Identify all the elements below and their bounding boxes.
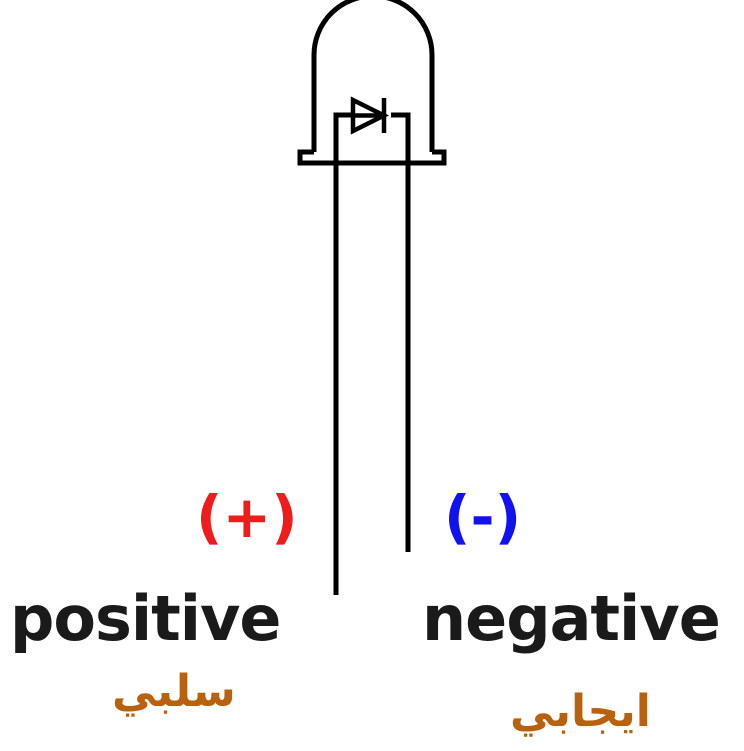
- led-body: [297, 0, 447, 166]
- anode-sign: (+): [196, 483, 298, 551]
- leads: [333, 163, 411, 595]
- corner-mark: ': [598, 0, 603, 8]
- led-dome: [311, 0, 435, 152]
- cathode-post: [391, 112, 411, 163]
- cathode-sign: (-): [444, 483, 522, 551]
- diode-icon: [350, 96, 390, 135]
- lead-frame: [333, 112, 411, 163]
- led-flange: [297, 149, 447, 166]
- anode-arabic-label: سلبي: [112, 666, 236, 717]
- cathode-arabic-label: ايجابي: [510, 686, 651, 737]
- anode-label: positive: [10, 582, 281, 655]
- anode-post: [333, 112, 353, 163]
- cathode-label: negative: [422, 582, 721, 655]
